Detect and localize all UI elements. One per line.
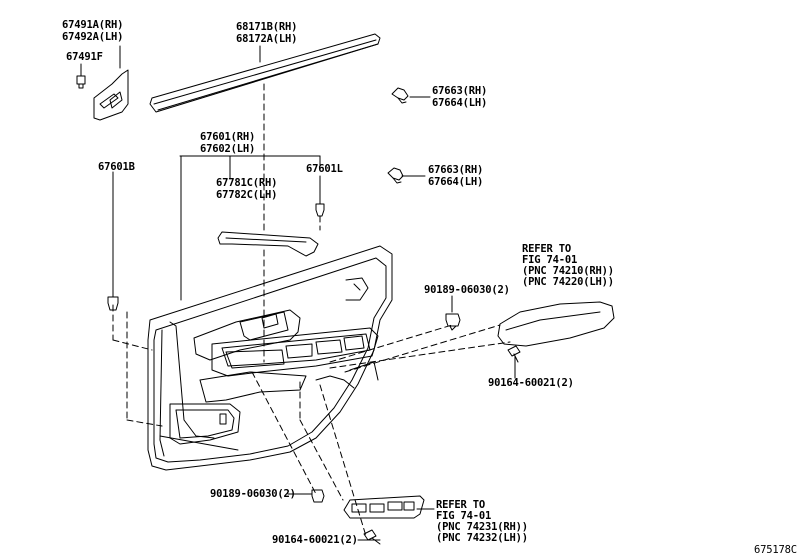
callout-67601: 67601(RH): [200, 131, 256, 143]
clip-67663-upper: [391, 87, 409, 104]
clip-67601b: [107, 296, 119, 311]
leader-lines: [80, 45, 516, 541]
clip-67663-lower: [387, 167, 404, 184]
clip-90189-upper: [445, 313, 461, 331]
callout-67492a: 67492A(LH): [62, 31, 124, 43]
diagram-id: 675178C: [754, 544, 797, 556]
screw-90164-upper: [507, 345, 521, 363]
refer-armrest-line3: (PNC 74210(RH)): [522, 265, 614, 277]
screw-90164-lower: [363, 529, 381, 545]
weatherstrip-68171: [149, 33, 381, 113]
clip-67601l: [315, 197, 325, 217]
refer-switch-line3: (PNC 74231(RH)): [436, 521, 528, 533]
callout-67663-upper-rh: 67663(RH): [432, 85, 488, 97]
callout-67664-lower-lh: 67664(LH): [428, 176, 484, 188]
callout-67601b: 67601B: [98, 161, 135, 173]
mirror-garnish-67491: [93, 69, 129, 121]
callout-67664-upper-lh: 67664(LH): [432, 97, 488, 109]
callout-67782c: 67782C(LH): [216, 189, 278, 201]
callout-67491f: 67491F: [66, 51, 103, 63]
callout-67781c: 67781C(RH): [216, 177, 278, 189]
callout-90189-lower: 90189-06030(2): [210, 488, 296, 500]
refer-switch-line1: REFER TO: [436, 499, 485, 511]
armrest-74210: [497, 301, 615, 347]
refer-armrest-line4: (PNC 74220(LH)): [522, 276, 614, 288]
ornament-67781c: [217, 231, 319, 257]
callout-68172a: 68172A(LH): [236, 33, 298, 45]
guide-lines: [112, 83, 511, 537]
callout-67491a: 67491A(RH): [62, 19, 124, 31]
callout-68171b: 68171B(RH): [236, 21, 298, 33]
refer-armrest-line2: FIG 74-01: [522, 254, 578, 266]
clip-67491f: [76, 75, 86, 89]
refer-switch-line4: (PNC 74232(LH)): [436, 532, 528, 544]
door-trim-board: [147, 245, 393, 471]
switch-base-74231: [343, 495, 425, 519]
callout-67663-lower-rh: 67663(RH): [428, 164, 484, 176]
callout-90164-lower: 90164-60021(2): [272, 534, 358, 546]
refer-armrest-line1: REFER TO: [522, 243, 571, 255]
callout-67601l: 67601L: [306, 163, 343, 175]
clip-90189-lower: [311, 489, 325, 503]
callout-90189-upper: 90189-06030(2): [424, 284, 510, 296]
callout-67602: 67602(LH): [200, 143, 256, 155]
refer-switch-line2: FIG 74-01: [436, 510, 492, 522]
callout-90164-upper: 90164-60021(2): [488, 377, 574, 389]
